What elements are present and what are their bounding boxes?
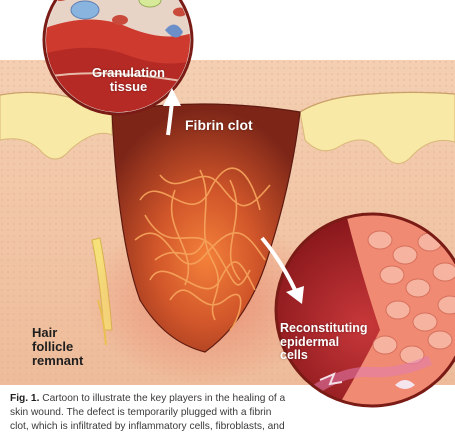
hair-label-line-1: Hair [32, 326, 83, 340]
caption-line-3: clot, which is infiltrated by inflammato… [10, 420, 275, 434]
epidermal-label-line-3: cells [280, 349, 368, 363]
caption-line-2: skin wound. The defect is temporarily pl… [10, 406, 275, 420]
caption-line-1: Fig. 1. Cartoon to illustrate the key pl… [10, 392, 275, 406]
granulation-label-line-1: Granulation [92, 66, 165, 80]
caption-text-1: Cartoon to illustrate the key players in… [42, 393, 285, 404]
epidermal-label-line-1: Reconstituting [280, 322, 368, 336]
granulation-label-line-2: tissue [92, 80, 165, 94]
granulation-tissue-label: Granulation tissue [92, 66, 165, 94]
epidermal-cells-label: Reconstituting epidermal cells [280, 322, 368, 363]
epidermal-label-line-2: epidermal [280, 336, 368, 350]
figure-caption: Fig. 1. Cartoon to illustrate the key pl… [10, 392, 275, 434]
hair-label-line-2: follicle [32, 340, 83, 354]
figure-number: Fig. 1. [10, 393, 39, 404]
hair-follicle-label: Hair follicle remnant [32, 326, 83, 368]
hair-label-line-3: remnant [32, 354, 83, 368]
fibrin-clot-label: Fibrin clot [185, 118, 253, 133]
